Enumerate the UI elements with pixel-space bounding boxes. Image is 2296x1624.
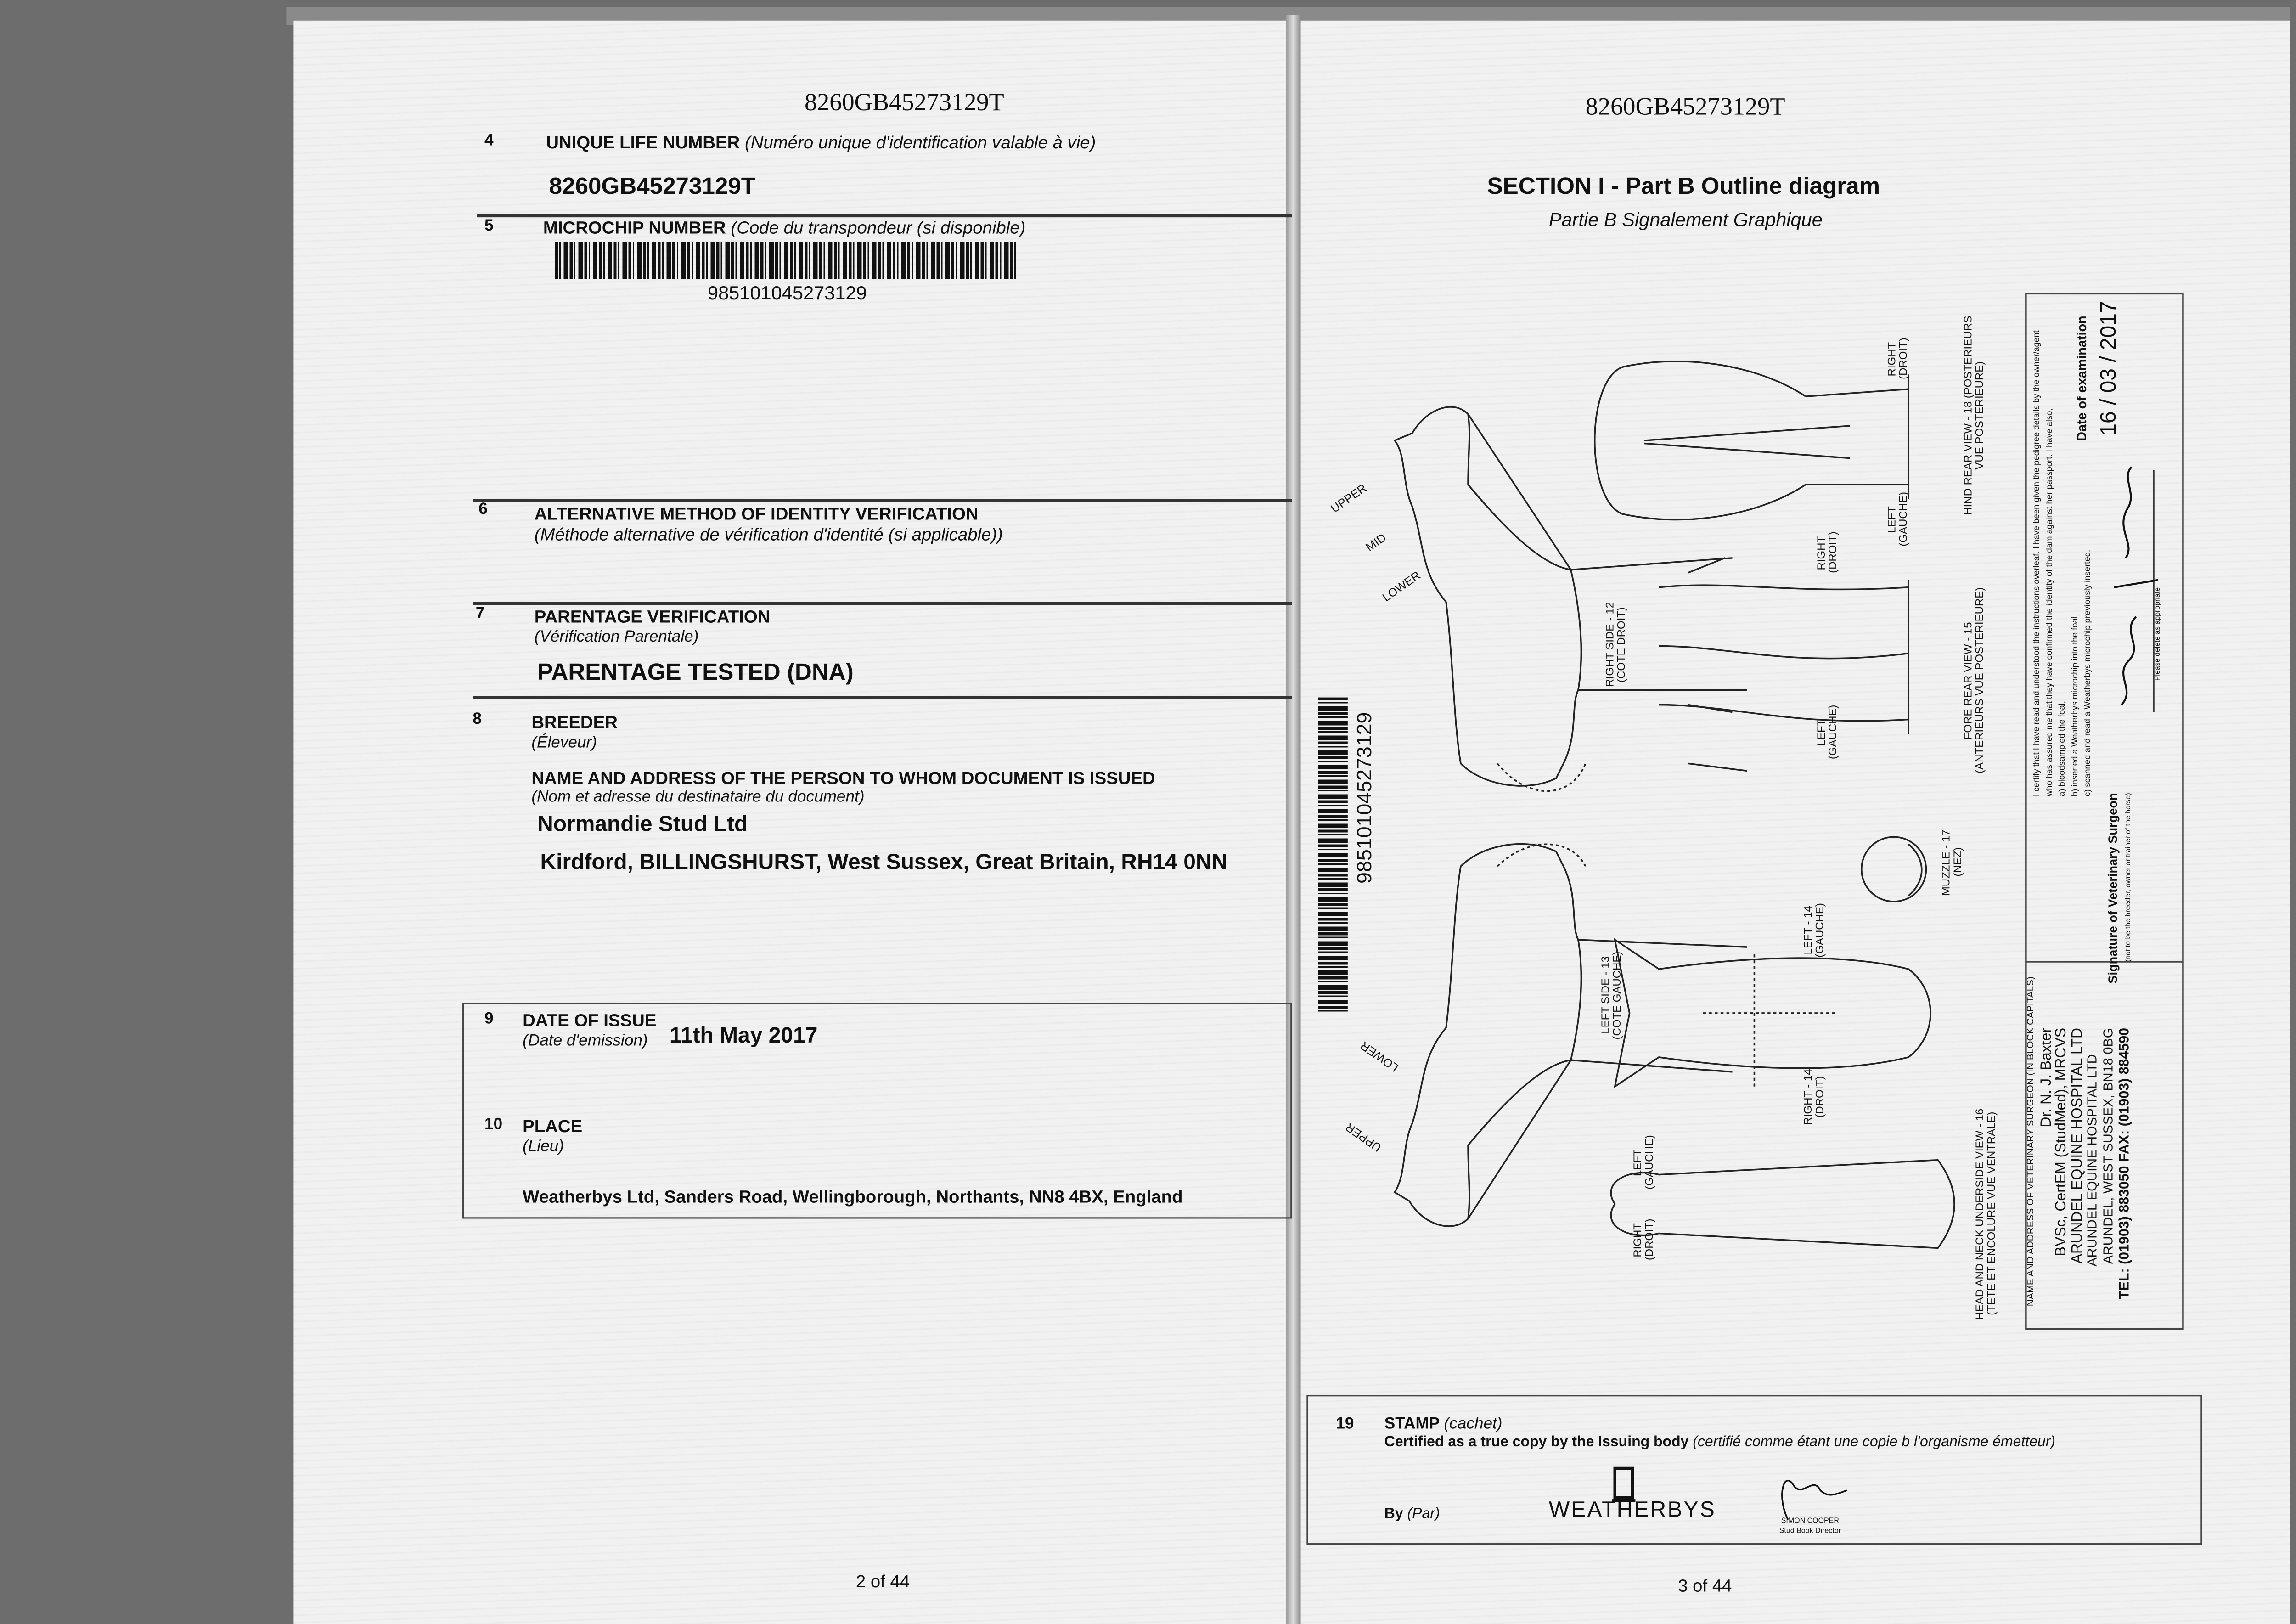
vet-box-border xyxy=(2025,293,2184,1330)
vet-phone: TEL: (01903) 883050 FAX: (01903) 884590 xyxy=(2117,1027,2133,1299)
item-19-number: 19 xyxy=(1336,1415,1354,1433)
right-page xyxy=(1298,20,2290,1624)
label-fore-right: RIGHT(DROIT) xyxy=(1814,531,1840,573)
date-of-examination: 16 / 03 / 2017 xyxy=(2096,301,2122,436)
microchip-barcode xyxy=(555,242,1018,279)
book-spine xyxy=(1286,14,1301,1624)
item-8-number: 8 xyxy=(473,710,482,728)
page-number: 2 of 44 xyxy=(855,1571,910,1592)
label-underside-view: HEAD AND NECK UNDERSIDE VIEW - 16(TETE E… xyxy=(1973,1108,1998,1320)
item-7-number: 7 xyxy=(475,605,485,623)
item-10-label-fr: (Lieu) xyxy=(523,1138,564,1156)
item-6-label-fr: (Méthode alternative de vérification d'i… xyxy=(534,524,1003,545)
vet-signature-scribble xyxy=(2114,466,2158,706)
issued-to-label-fr: (Nom et adresse du destinataire du docum… xyxy=(531,788,865,806)
section-subtitle: Partie B Signalement Graphique xyxy=(1548,208,1823,231)
issued-to-label: NAME AND ADDRESS OF THE PERSON TO WHOM D… xyxy=(531,768,1155,789)
item-6-number: 6 xyxy=(478,501,488,519)
item-9-number: 9 xyxy=(484,1010,494,1028)
label-muzzle: MUZZLE - 17(NEZ) xyxy=(1939,829,1964,896)
label-right-side: RIGHT SIDE - 12(COTE DROIT) xyxy=(1603,602,1628,687)
item-10-label: PLACE xyxy=(523,1116,583,1137)
label-hind-right: RIGHT(DROIT) xyxy=(1885,338,1910,379)
stamp-box xyxy=(1306,1395,2202,1545)
label-hind-left: LEFT(GAUCHE) xyxy=(1885,491,1910,547)
right-side-horse-outline xyxy=(1393,406,1747,792)
issue-box xyxy=(462,1003,1292,1219)
hind-rear-view-outline xyxy=(1594,361,1909,521)
by-label: By (Par) xyxy=(1384,1506,1440,1523)
label-under-left: LEFT(GAUCHE) xyxy=(1631,1135,1656,1190)
signature-label: Signature of Veterinary Surgeon xyxy=(2105,793,2120,984)
signature-note: (not to be the breeder, owner or trainer… xyxy=(2124,793,2133,962)
date-of-examination-label: Date of examination xyxy=(2074,316,2089,441)
section-title: SECTION I - Part B Outline diagram xyxy=(1487,175,1880,200)
header-id: 8260GB45273129T xyxy=(804,88,1004,116)
header-id: 8260GB45273129T xyxy=(1585,92,1785,121)
head-underside-outline xyxy=(1610,1159,1955,1249)
item-8-label: BREEDER xyxy=(531,712,618,733)
label-left-side: LEFT SIDE - 13(COTE GAUCHE) xyxy=(1598,951,1624,1040)
item-8-label-fr: (Éleveur) xyxy=(531,734,597,752)
label-fore-view: FORE REAR VIEW - 15(ANTERIEURS VUE POSTE… xyxy=(1961,587,1986,773)
label-head-left: LEFT - 14(GAUCHE) xyxy=(1801,903,1826,958)
label-under-right: RIGHT(DROIT) xyxy=(1631,1218,1656,1261)
item-4-label: UNIQUE LIFE NUMBER (Numéro unique d'iden… xyxy=(546,132,1096,153)
microchip-number: 985101045273129 xyxy=(707,282,867,304)
left-page xyxy=(293,20,1292,1624)
date-of-issue: 11th May 2017 xyxy=(669,1023,818,1049)
divider xyxy=(473,696,1292,699)
item-9-label-fr: (Date d'emission) xyxy=(523,1032,648,1050)
vertical-barcode xyxy=(1318,697,1348,1013)
divider xyxy=(473,602,1292,604)
item-5-number: 5 xyxy=(484,217,494,235)
divider xyxy=(477,214,1292,217)
certified-text: Certified as a true copy by the Issuing … xyxy=(1384,1434,2056,1451)
left-side-horse-outline xyxy=(1393,843,1747,1227)
vet-practice: ARUNDEL EQUINE HOSPITAL LTD xyxy=(2070,1027,2086,1264)
divider xyxy=(473,499,1292,502)
item-10-number: 10 xyxy=(484,1116,503,1134)
owner-name: Normandie Stud Ltd xyxy=(537,812,748,837)
muzzle-outline xyxy=(1861,836,1927,902)
parentage-value: PARENTAGE TESTED (DNA) xyxy=(537,660,854,686)
label-head-right: RIGHT - 14(DROIT) xyxy=(1801,1069,1826,1125)
item-9-label: DATE OF ISSUE xyxy=(523,1010,657,1031)
place-of-issue: Weatherbys Ltd, Sanders Road, Wellingbor… xyxy=(523,1186,1183,1207)
item-6-label: ALTERNATIVE METHOD OF IDENTITY VERIFICAT… xyxy=(534,503,979,524)
stamp-label: STAMP (cachet) xyxy=(1384,1415,1503,1433)
label-fore-left: LEFT(GAUCHE) xyxy=(1814,705,1840,760)
unique-life-number: 8260GB45273129T xyxy=(549,175,756,200)
owner-address: Kirdford, BILLINGSHURST, West Sussex, Gr… xyxy=(540,850,1228,875)
head-front-outline xyxy=(1614,938,1931,1088)
vet-practice-2: ARUNDEL EQUINE HOSPITAL LTD xyxy=(2084,1054,2099,1267)
item-7-label: PARENTAGE VERIFICATION xyxy=(534,606,771,627)
vet-qualifications: BVSc, CertEM (StudMed), MRCVS xyxy=(2054,1027,2070,1257)
weatherbys-logo: WEATHERBYS xyxy=(1548,1497,1716,1523)
item-5-label: MICROCHIP NUMBER (Code du transpondeur (… xyxy=(543,217,1026,238)
stamp-signature-scribble xyxy=(1781,1479,1847,1520)
item-4-number: 4 xyxy=(484,132,494,150)
item-7-label-fr: (Vérification Parentale) xyxy=(534,628,699,646)
delete-note: Please delete as appropriate xyxy=(2153,587,2163,681)
vet-address-label: NAME AND ADDRESS OF VETERINARY SURGEON (… xyxy=(2026,976,2037,1307)
page-number: 3 of 44 xyxy=(1678,1575,1732,1596)
weatherbys-crest xyxy=(1612,1466,1636,1502)
fore-rear-view-outline xyxy=(1659,580,1909,734)
vet-town: ARUNDEL, WEST SUSSEX, BN18 0BG xyxy=(2100,1027,2116,1264)
